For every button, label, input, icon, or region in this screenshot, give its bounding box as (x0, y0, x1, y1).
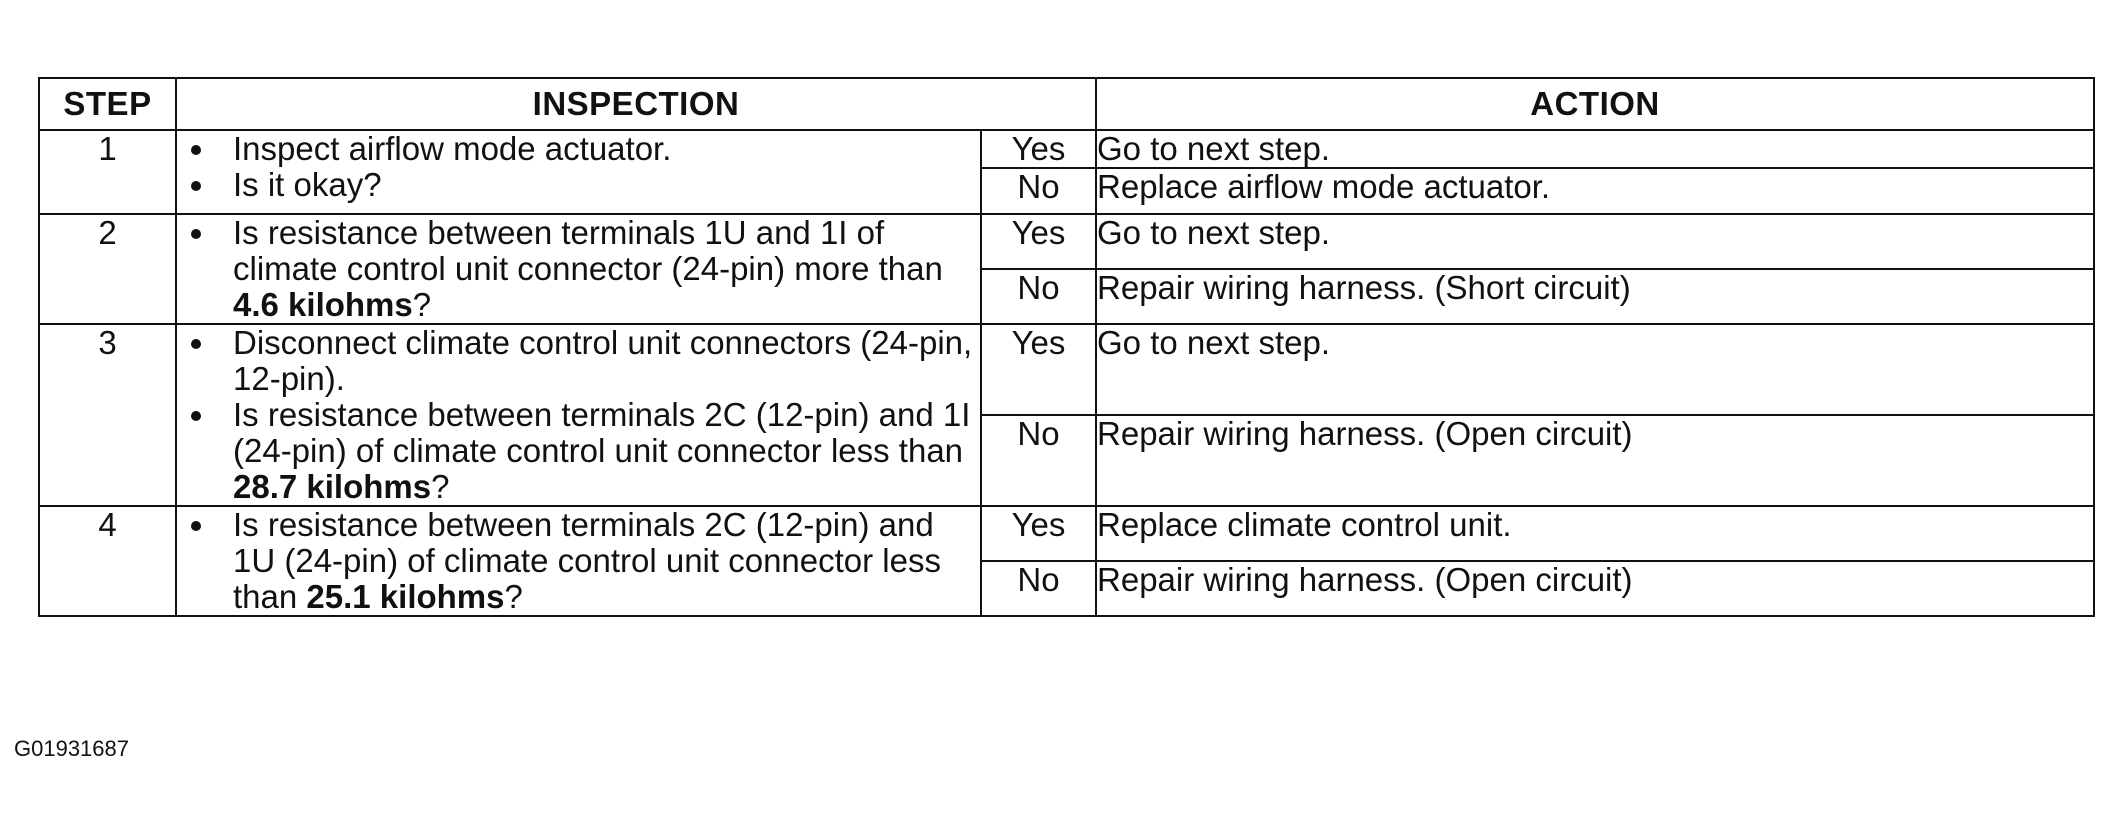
inspection-cell: Disconnect climate control unit connecto… (175, 323, 982, 507)
diagnostic-table: STEP INSPECTION ACTION 1 Inspect airflow… (38, 77, 2096, 617)
no-label: No (979, 414, 1098, 507)
step-row-no: No Repair wiring harness. (Open circuit) (39, 560, 2096, 617)
inspection-bullet: Is it okay? (177, 167, 980, 203)
no-action: Replace airflow mode actuator. (1095, 167, 2096, 215)
step-row-no: No Repair wiring harness. (Open circuit) (39, 414, 2096, 507)
yes-label: Yes (979, 213, 1098, 270)
step-number: 1 (38, 129, 177, 215)
no-label: No (979, 167, 1098, 215)
no-label: No (979, 560, 1098, 617)
inspection-bullet: Is resistance between terminals 2C (12-p… (177, 507, 980, 615)
no-action: Repair wiring harness. (Open circuit) (1095, 560, 2096, 617)
resistance-value: 28.7 kilohms (233, 468, 432, 505)
inspection-bullet: Is resistance between terminals 1U and 1… (177, 215, 980, 323)
step-row: 2 Is resistance between terminals 1U and… (38, 213, 2096, 325)
header-row: STEP INSPECTION ACTION (38, 77, 2096, 131)
yes-action: Replace climate control unit. (1095, 505, 2096, 562)
header-inspection: INSPECTION (174, 77, 1098, 131)
header-action: ACTION (1095, 77, 2096, 131)
step-row: 3 Disconnect climate control unit connec… (38, 323, 2096, 507)
step-row: 1 Inspect airflow mode actuator. Is it o… (38, 129, 2096, 215)
inspection-bullet: Disconnect climate control unit connecto… (177, 325, 980, 397)
inspection-cell: Is resistance between terminals 1U and 1… (175, 213, 982, 325)
figure-id: G01931687 (14, 736, 129, 761)
yes-action: Go to next step. (1095, 129, 2096, 169)
inspection-cell: Is resistance between terminals 2C (12-p… (175, 505, 982, 617)
inspection-cell: Inspect airflow mode actuator. Is it oka… (175, 129, 982, 215)
step-row: 4 Is resistance between terminals 2C (12… (38, 505, 2096, 617)
inspection-bullet: Inspect airflow mode actuator. (177, 131, 980, 167)
yes-label: Yes (979, 323, 1098, 416)
yes-label: Yes (979, 129, 1098, 169)
step-number: 2 (38, 213, 177, 325)
yes-action: Go to next step. (1095, 213, 2096, 270)
inspection-bullet: Is resistance between terminals 2C (12-p… (177, 397, 980, 505)
step-row-no: No Repair wiring harness. (Short circuit… (39, 268, 2096, 325)
no-action: Repair wiring harness. (Open circuit) (1095, 414, 2096, 507)
yes-label: Yes (979, 505, 1098, 562)
no-action: Repair wiring harness. (Short circuit) (1095, 268, 2096, 325)
no-label: No (979, 268, 1098, 325)
step-row-no: No Replace airflow mode actuator. (39, 167, 2096, 215)
step-number: 4 (38, 505, 177, 617)
yes-action: Go to next step. (1095, 323, 2096, 416)
resistance-value: 25.1 kilohms (306, 578, 505, 615)
resistance-value: 4.6 kilohms (233, 286, 413, 323)
step-number: 3 (38, 323, 177, 507)
header-step: STEP (38, 77, 177, 131)
